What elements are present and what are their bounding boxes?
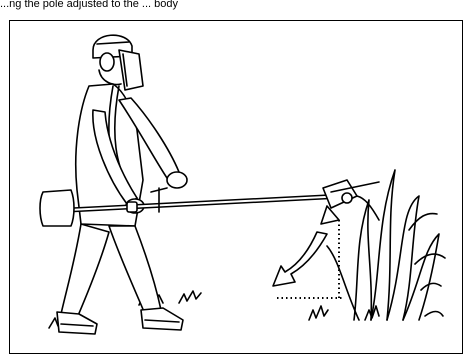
operator-trimming-grass-illustration bbox=[9, 20, 463, 354]
glove-icon bbox=[167, 172, 187, 188]
swing-direction-arrow-icon bbox=[273, 232, 327, 286]
boot-right-icon bbox=[141, 308, 183, 330]
cutting-angle-guide bbox=[277, 220, 343, 300]
boot-left-icon bbox=[57, 312, 97, 334]
truncated-caption-text: ...ng the pole adjusted to the ... body bbox=[0, 0, 472, 10]
engine-housing-icon bbox=[40, 190, 74, 226]
ear-protection-icon bbox=[100, 53, 114, 71]
operator-figure bbox=[57, 35, 187, 334]
